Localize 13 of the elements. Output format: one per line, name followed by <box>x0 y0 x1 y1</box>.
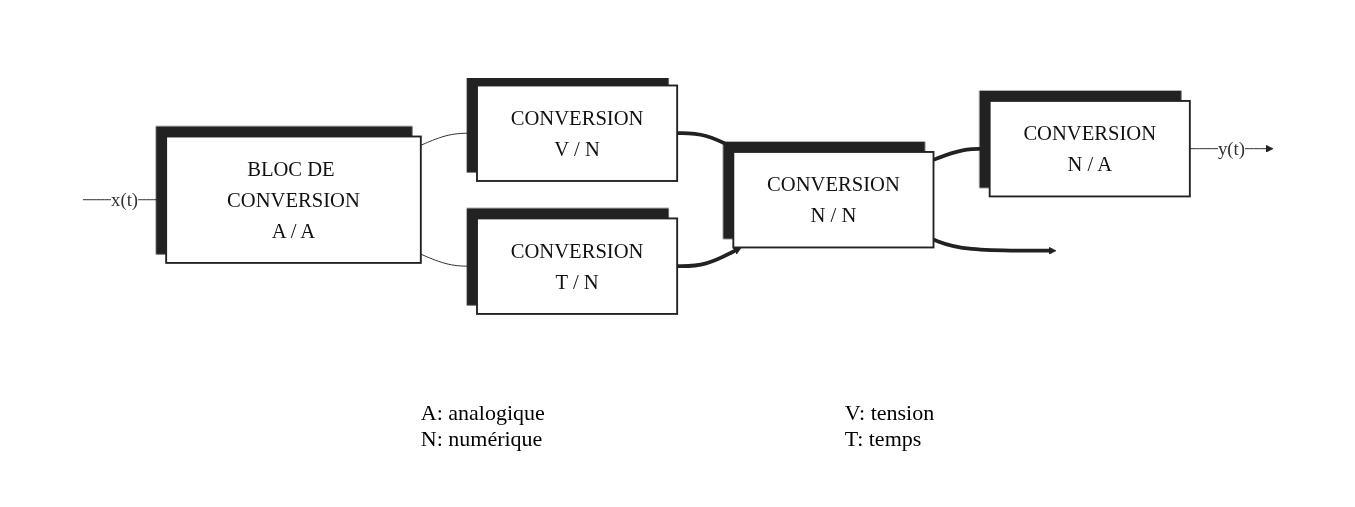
node-box: CONVERSION T / N <box>475 217 678 316</box>
legend-note: T: temps <box>844 426 923 452</box>
node-box: CONVERSION N / A <box>988 100 1191 198</box>
edge-label: x(t) <box>110 189 138 211</box>
arrow <box>676 247 742 269</box>
node-box: CONVERSION V / N <box>475 84 678 183</box>
arrow <box>676 131 742 153</box>
node-box: BLOC DE CONVERSION A / A <box>164 135 422 265</box>
legend-note: N: numérique <box>420 426 544 452</box>
node-box: CONVERSION N / N <box>731 151 934 249</box>
legend-note: V: tension <box>844 400 935 426</box>
legend-note: A: analogique <box>420 400 545 426</box>
edge-label: y(t) <box>1217 138 1245 160</box>
